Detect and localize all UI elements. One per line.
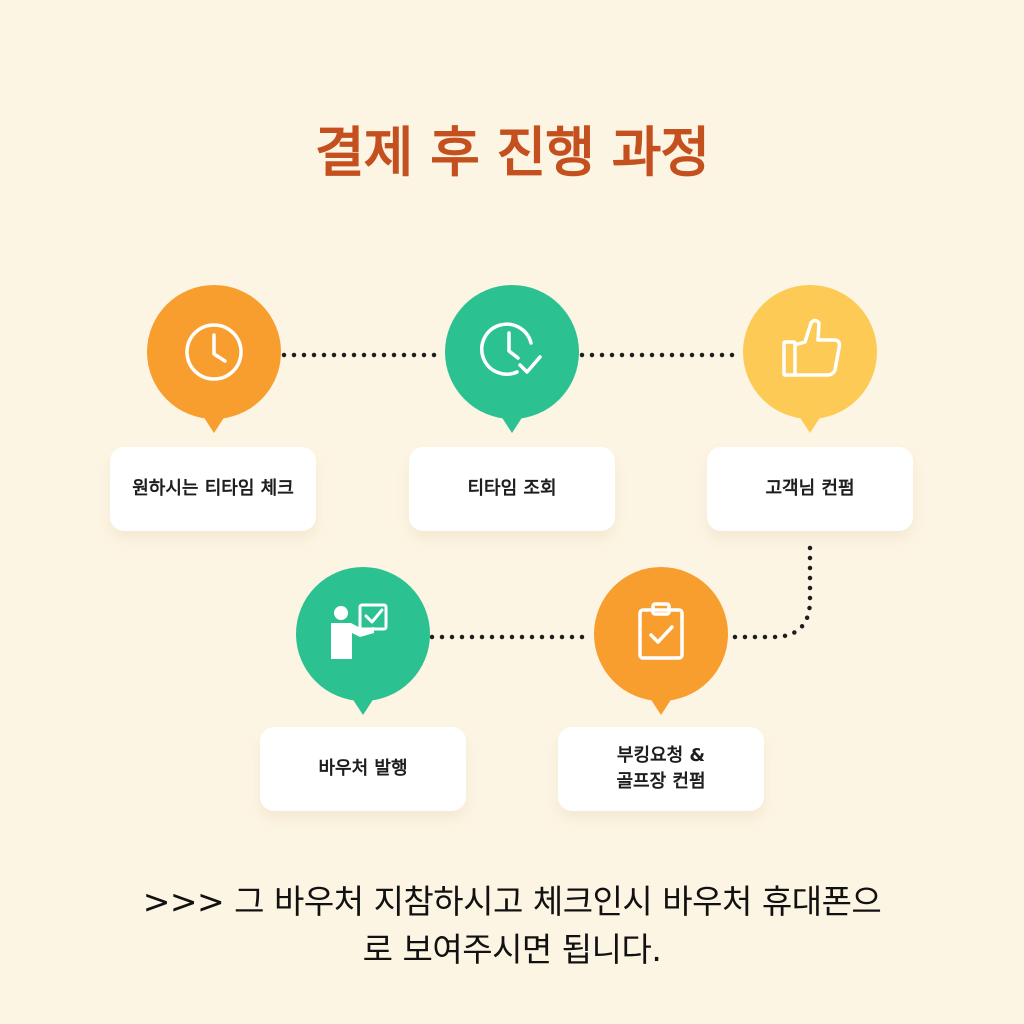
thumbs-up-icon: [782, 318, 842, 377]
footer-line-1: >>> 그 바우처 지참하시고 체크인시 바우처 휴대폰으: [142, 882, 882, 921]
step-4-pin: [594, 567, 728, 717]
step-3-text: 고객님 컨펌: [765, 478, 855, 499]
step-5-text: 바우처 발행: [318, 758, 408, 779]
step-4-text-line1: 부킹요청 &: [616, 745, 706, 766]
step-1-pin: [147, 285, 281, 435]
presenter-check-icon: [331, 603, 388, 659]
footer-line-2: 로 보여주시면 됩니다.: [362, 930, 662, 969]
step-4-label: 부킹요청 & 골프장 컨펌: [558, 727, 764, 811]
clock-icon: [185, 323, 243, 381]
step-1-text: 원하시는 티타임 체크: [132, 478, 294, 499]
step-3-label: 고객님 컨펌: [707, 447, 913, 531]
step-1-label: 원하시는 티타임 체크: [110, 447, 316, 531]
step-2-pin: [445, 285, 579, 435]
step-4-text-line2: 골프장 컨펌: [616, 771, 706, 792]
step-5-label: 바우처 발행: [260, 727, 466, 811]
connector-3-4: [729, 545, 813, 640]
clipboard-check-icon: [638, 602, 684, 660]
step-2-label: 티타임 조회: [409, 447, 615, 531]
step-5-pin: [296, 567, 430, 717]
step-3-pin: [743, 285, 877, 435]
footer-note: >>> 그 바우처 지참하시고 체크인시 바우처 휴대폰으 로 보여주시면 됩니…: [40, 878, 984, 974]
clock-check-icon: [480, 322, 542, 376]
step-2-text: 티타임 조회: [467, 478, 557, 499]
page-title: 결제 후 진행 과정: [314, 121, 710, 184]
